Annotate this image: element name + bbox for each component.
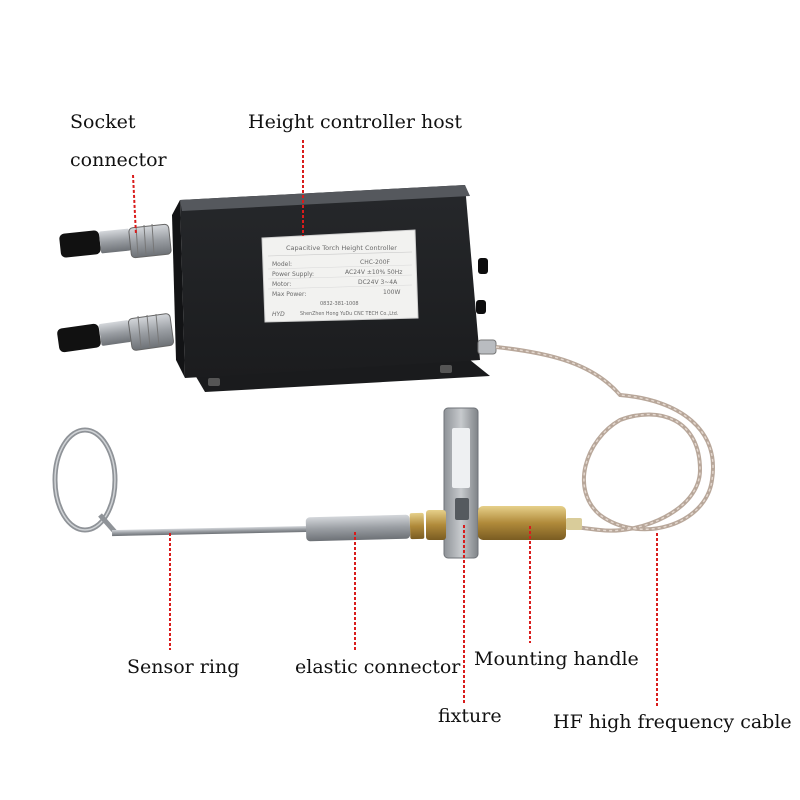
label-socket-line2: connector <box>70 149 167 171</box>
label-host: Height controller host <box>248 111 463 133</box>
fixture <box>443 407 479 559</box>
nameplate-value-0: CHC-200F <box>360 259 391 266</box>
nameplate-key-1: Power Supply: <box>272 271 314 278</box>
label-socket-line1: Socket <box>70 111 136 133</box>
hf-cable <box>495 345 716 533</box>
nameplate-serial: 0832-381-1008 <box>320 301 359 307</box>
sensor-ring <box>52 427 313 537</box>
label-hf-cable: HF high frequency cable <box>553 711 792 733</box>
elastic-connector <box>305 512 425 542</box>
nameplate-maker: ShenZhen Hong YuDu CNC TECH Co.,Ltd. <box>300 311 398 317</box>
mounting-handle <box>426 506 582 540</box>
controller-box: Capacitive Torch Height Controller Model… <box>172 185 497 392</box>
leader-socket <box>132 174 137 236</box>
nameplate-key-3: Max Power: <box>272 291 306 298</box>
nameplate-key-2: Motor: <box>272 281 291 288</box>
nameplate-value-2: DC24V 3~4A <box>358 279 398 286</box>
nameplate-value-1: AC24V ±10% 50Hz <box>345 269 402 276</box>
nameplate: Capacitive Torch Height Controller Model… <box>261 229 419 323</box>
socket-connector-bottom <box>57 313 175 353</box>
label-elastic-connector: elastic connector <box>295 656 461 678</box>
nameplate-title: Capacitive Torch Height Controller <box>286 244 397 252</box>
socket-connector-top <box>59 223 172 259</box>
nameplate-key-0: Model: <box>272 261 292 268</box>
brand-logo: HYD <box>272 311 285 318</box>
leader-lines <box>132 140 658 708</box>
side-knob-icon <box>476 300 486 314</box>
side-knob-icon <box>478 258 488 274</box>
nameplate-value-3: 100W <box>383 289 400 296</box>
label-sensor-ring: Sensor ring <box>127 656 240 678</box>
label-mounting-handle: Mounting handle <box>474 648 639 670</box>
label-fixture: fixture <box>438 705 502 727</box>
